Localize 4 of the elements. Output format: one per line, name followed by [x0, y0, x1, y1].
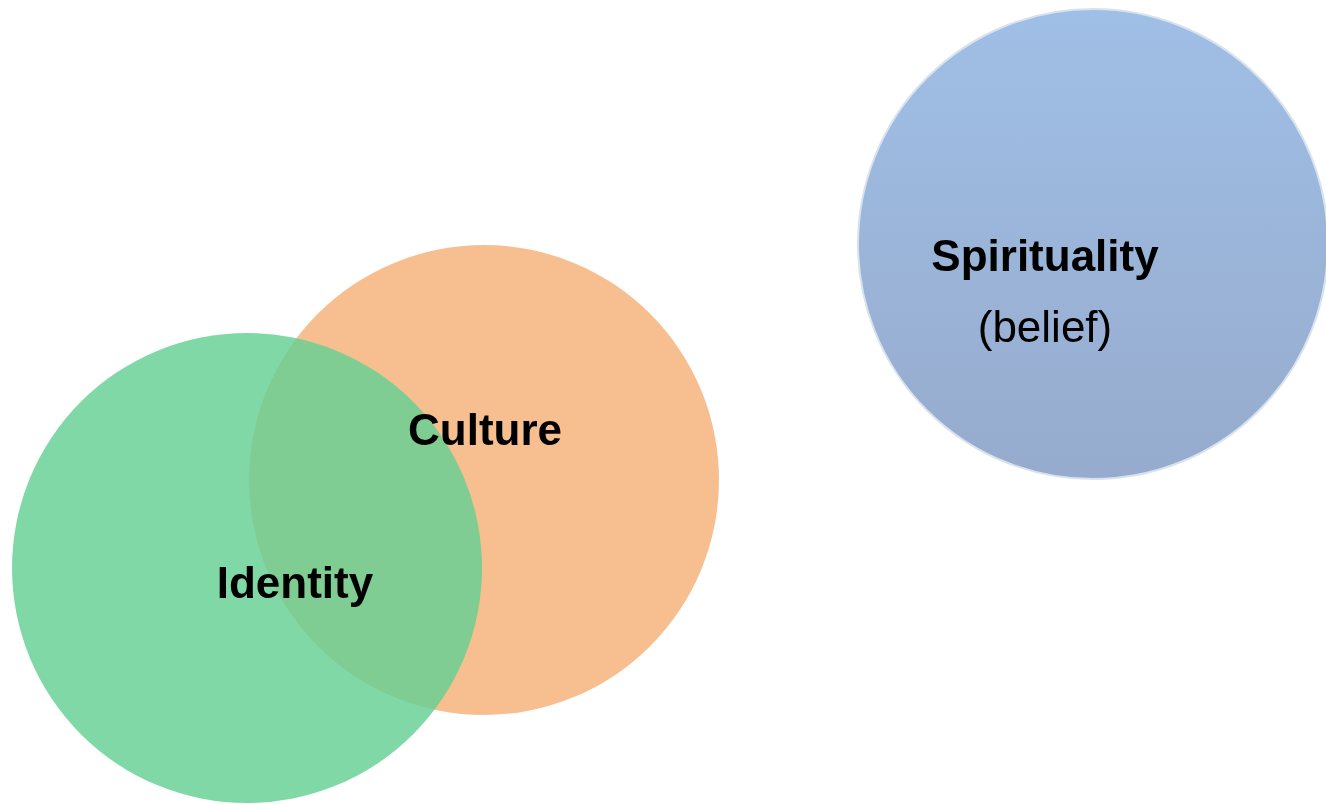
circle-label: Culture — [408, 404, 562, 456]
circle-label: Spirituality — [931, 230, 1159, 282]
circle-label: Identity — [216, 557, 374, 609]
circle-sublabel: (belief) — [977, 301, 1113, 353]
